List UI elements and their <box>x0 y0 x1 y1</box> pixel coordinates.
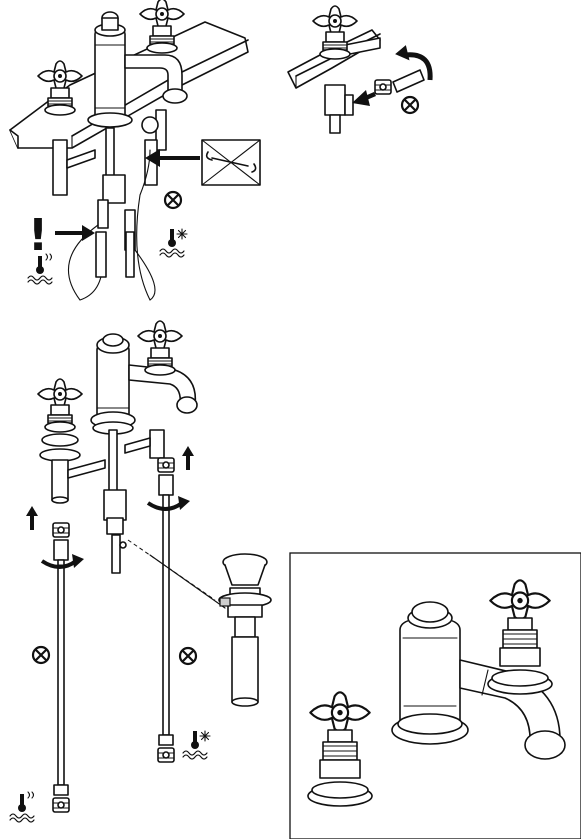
hot-water-icon <box>9 791 35 823</box>
nut-icon <box>52 522 70 538</box>
handle-icon <box>37 378 83 409</box>
step-1-hose-connection: ! <box>9 0 261 301</box>
prohibited-icon <box>163 190 183 210</box>
valve-icon <box>146 25 178 54</box>
nut-icon <box>157 747 175 763</box>
warning-exclamation: ! <box>28 210 48 261</box>
prohibited-icon <box>178 646 198 666</box>
handle-icon <box>312 5 358 36</box>
nut-icon <box>374 79 392 95</box>
no-wrench-icon <box>201 139 261 186</box>
step-3-assembly-exploded <box>9 320 272 823</box>
nut-icon <box>52 797 70 813</box>
step-2-valve-nut <box>287 5 433 134</box>
prohibited-icon <box>400 95 420 115</box>
nut-icon <box>157 457 175 473</box>
prohibited-icon <box>31 645 51 665</box>
cold-water-icon <box>159 228 188 258</box>
valve-icon <box>144 347 176 376</box>
final-assembled-view <box>289 552 581 839</box>
valve-icon <box>44 404 76 433</box>
valve-icon <box>319 31 351 60</box>
handle-icon <box>139 0 185 29</box>
cold-water-icon <box>182 730 211 760</box>
handle-icon <box>137 320 183 351</box>
